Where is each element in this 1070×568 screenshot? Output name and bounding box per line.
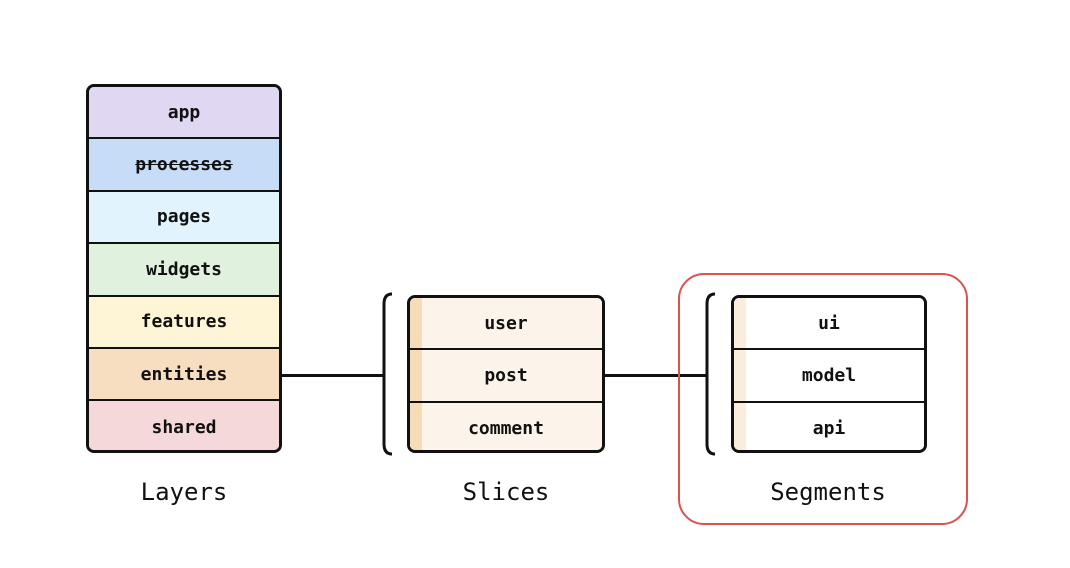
segment-label: api bbox=[812, 418, 846, 440]
layer-label: processes bbox=[135, 154, 233, 176]
segment-model: model bbox=[734, 350, 924, 403]
slice-label: post bbox=[484, 365, 528, 387]
layer-label: widgets bbox=[146, 258, 222, 280]
layer-label: shared bbox=[151, 417, 217, 439]
segment-ui: ui bbox=[734, 298, 924, 351]
layer-label: features bbox=[140, 311, 228, 333]
layer-label: entities bbox=[140, 363, 228, 385]
layer-app: app bbox=[89, 87, 279, 140]
layers-stack: app processes pages widgets features ent… bbox=[86, 84, 282, 453]
segments-stack: ui model api bbox=[731, 295, 927, 453]
layer-pages: pages bbox=[89, 191, 279, 245]
slice-label: comment bbox=[468, 418, 544, 440]
slice-post: post bbox=[410, 350, 602, 403]
layer-shared: shared bbox=[89, 401, 279, 450]
segments-caption: Segments bbox=[770, 478, 886, 506]
layer-widgets: widgets bbox=[89, 244, 279, 297]
segment-api: api bbox=[734, 402, 924, 450]
segment-label: model bbox=[801, 365, 857, 387]
slice-comment: comment bbox=[410, 402, 602, 450]
layer-label: app bbox=[167, 101, 201, 123]
layer-processes: processes bbox=[89, 139, 279, 192]
slices-caption: Slices bbox=[462, 478, 550, 506]
connector-layers-slices bbox=[282, 374, 384, 377]
layers-caption: Layers bbox=[140, 478, 228, 506]
connector-slices-segments bbox=[605, 374, 708, 377]
segments-highlight bbox=[678, 273, 968, 525]
layer-entities: entities bbox=[89, 348, 279, 402]
slices-stack: user post comment bbox=[407, 295, 605, 453]
layer-features: features bbox=[89, 296, 279, 349]
slice-label: user bbox=[484, 312, 528, 334]
slices-bracket bbox=[382, 292, 393, 456]
segments-bracket bbox=[705, 292, 716, 456]
segment-label: ui bbox=[818, 312, 840, 334]
slice-user: user bbox=[410, 298, 602, 351]
layer-label: pages bbox=[156, 206, 212, 228]
